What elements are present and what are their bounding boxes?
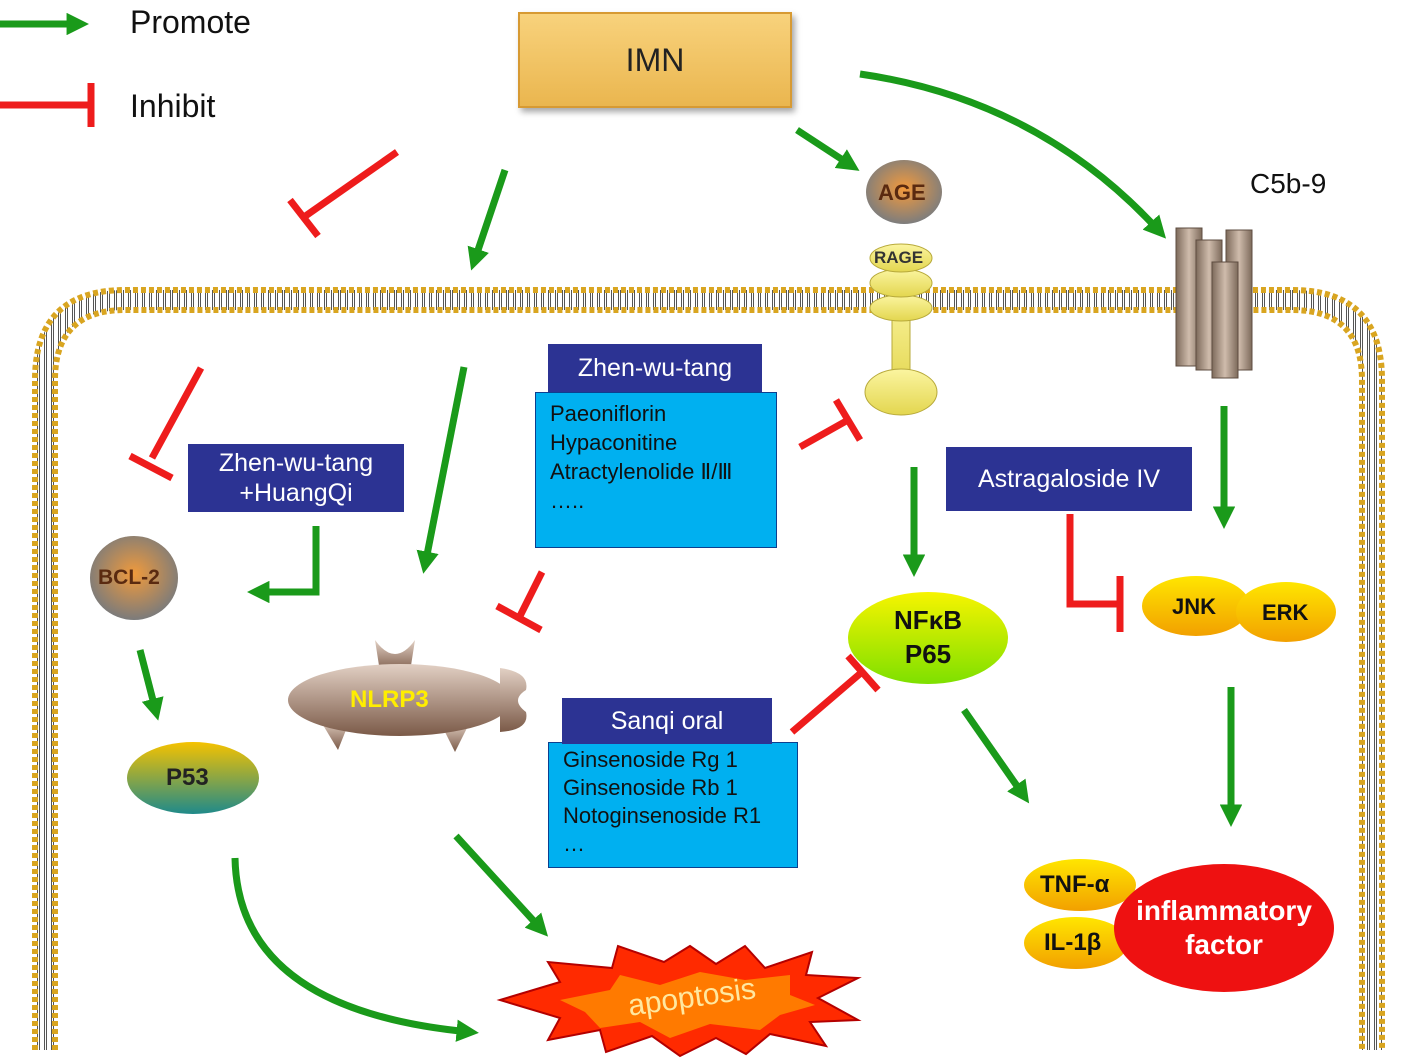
erk-label: ERK [1262, 600, 1309, 625]
zhenwutang-title: Zhen-wu-tang [577, 354, 733, 382]
imn-box: IMN [518, 12, 792, 108]
bcl2-node [90, 536, 178, 620]
sanqi-ingredient-3: Notoginsenoside R1 [563, 803, 762, 828]
promote-arrow-nfkb-inflammatory [961, 707, 1030, 804]
imn-label: IMN [625, 41, 685, 78]
promote-arrow-nlrp3-apoptosis [453, 833, 549, 937]
inflammatory-factor-label: inflammatory factor [1124, 894, 1324, 962]
sanqi-ingredient-4: … [563, 831, 585, 856]
cell-membrane [32, 287, 1385, 1050]
sanqi-title: Sanqi oral [610, 707, 724, 735]
zhenwutang-ingredients-box: Paeoniflorin Hypaconitine Atractylenolid… [535, 392, 777, 548]
tnf-alpha-node [1024, 859, 1136, 911]
promote-arrows [136, 70, 1243, 1042]
nlrp3-node [288, 640, 527, 752]
legend-inhibit-symbol [0, 83, 95, 127]
sanqi-ingredient-1: Ginsenoside Rg 1 [563, 747, 738, 772]
age-node [866, 160, 942, 224]
inflammatory-line2: factor [1185, 929, 1263, 960]
p53-node [127, 742, 259, 814]
astragaloside-box: Astragaloside IV [946, 447, 1192, 511]
rage-label: RAGE [874, 248, 924, 267]
jnk-label: JNK [1172, 594, 1217, 619]
nfkb-label: NFκB P65 [885, 603, 971, 671]
promote-arrow-to-nlrp3 [416, 366, 468, 574]
promote-arrow-to-bcl2 [247, 526, 320, 604]
jnk-node [1142, 576, 1250, 636]
inhibit-arrow-bcl2 [128, 366, 205, 482]
zhenwutang-ingredient-4: ….. [550, 488, 585, 513]
bcl2-label: BCL-2 [98, 566, 160, 589]
legend-inhibit-label: Inhibit [130, 88, 216, 124]
nfkb-line1: NFκB [894, 605, 962, 635]
promote-arrow-imn-membrane [467, 168, 509, 271]
zhenwutang-title-box: Zhen-wu-tang [548, 344, 762, 392]
inflammatory-line1: inflammatory [1136, 895, 1312, 926]
inhibit-arrows [128, 149, 1124, 735]
rage-receptor [864, 243, 938, 416]
il1b-node [1024, 917, 1128, 969]
nfkb-line2: P65 [904, 639, 952, 669]
nlrp3-label: NLRP3 [350, 686, 429, 713]
erk-node [1236, 582, 1336, 642]
p53-label: P53 [166, 764, 209, 791]
zhenwutang-ingredient-1: Paeoniflorin [550, 401, 667, 426]
astragaloside-label: Astragaloside IV [977, 465, 1161, 493]
promote-arrow-imn-age [795, 127, 860, 171]
zhenwutang-ingredient-2: Hypaconitine [550, 430, 678, 455]
inflammatory-factor-node [1114, 864, 1334, 992]
inhibit-arrow-sanqi-nfkb [789, 653, 881, 735]
promote-arrow-imn-c5b9 [859, 70, 1167, 239]
c5b9-label: C5b-9 [1250, 168, 1327, 199]
inhibit-arrow-zhenwutang-nlrp3 [495, 570, 546, 634]
sanqi-title-box: Sanqi oral [562, 698, 772, 744]
il1b-label: IL-1β [1044, 929, 1102, 956]
c5b9-channel [1175, 227, 1253, 379]
sanqi-ingredients-box: Ginsenoside Rg 1 Ginsenoside Rb 1 Notogi… [548, 742, 798, 868]
inhibit-arrow-astragaloside-jnk [1066, 514, 1124, 632]
inhibit-arrow-imn [287, 149, 400, 239]
zhenwutang-huangqi-line2: +HuangQi [239, 479, 353, 507]
legend-promote-label: Promote [130, 4, 251, 40]
tnf-alpha-label: TNF-α [1040, 871, 1110, 898]
promote-arrow-bcl2-p53 [136, 649, 164, 721]
zhenwutang-huangqi-box: Zhen-wu-tang +HuangQi [188, 444, 404, 512]
zhenwutang-ingredient-3: Atractylenolide Ⅱ/Ⅲ [550, 459, 733, 484]
nfkb-p65-node [848, 592, 1008, 684]
inhibit-arrow-zhenwutang-rage [798, 398, 864, 451]
sanqi-ingredient-2: Ginsenoside Rb 1 [563, 775, 738, 800]
age-label: AGE [878, 180, 926, 205]
apoptosis-burst-core [560, 972, 815, 1038]
zhenwutang-huangqi-line1: Zhen-wu-tang [218, 449, 374, 477]
promote-arrow-p53-apoptosis [231, 857, 479, 1042]
